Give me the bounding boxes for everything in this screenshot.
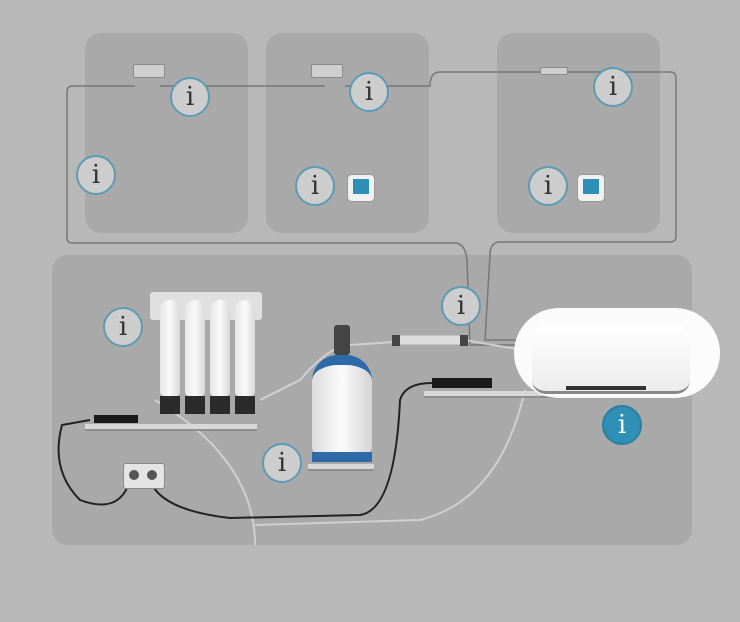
filter-cartridge-3 [210,300,230,396]
power-cable [57,382,433,520]
outlet-socket-left [129,470,139,480]
info-button-filter-system[interactable]: i [103,307,143,347]
thermostat-room3 [578,175,604,201]
info-button-room1-wall[interactable]: i [76,155,116,195]
filter-base-4 [235,396,255,414]
info-button-uv-unit[interactable]: i [441,286,481,326]
tank-valve [334,325,350,355]
filter-cartridge-2 [185,300,205,396]
info-button-pressure-tank[interactable]: i [262,443,302,483]
uv-cap-right [460,335,468,346]
drain-line [154,389,526,546]
flow-sensor-1 [133,64,165,78]
shelf-tank [308,464,374,471]
power-adapter-2 [432,378,492,388]
filter-base-1 [160,396,180,414]
pressure-tank-body [312,355,372,455]
filter-base-2 [185,396,205,414]
filter-cartridge-4 [235,300,255,396]
room-panel-2 [266,33,429,233]
shelf-filter [85,424,257,431]
info-button-room3-sensor[interactable]: i [593,67,633,107]
info-button-room1-sensor[interactable]: i [170,77,210,117]
info-button-room2-thermostat[interactable]: i [295,166,335,206]
wall-outlet [123,463,165,489]
tank-base [312,452,372,462]
thermostat-room2 [348,175,374,201]
controller-vent [566,386,646,390]
loop-pipe [66,85,520,346]
flow-sensor-3 [540,67,568,75]
info-button-controller[interactable]: i [602,405,642,445]
room-panel-1 [85,33,248,233]
uv-cap-left [392,335,400,346]
flow-sensor-2 [311,64,343,78]
power-adapter [94,415,138,423]
outlet-socket-right [147,470,157,480]
info-button-room2-sensor[interactable]: i [349,72,389,112]
filter-base-3 [210,396,230,414]
filter-cartridge-1 [160,300,180,396]
info-button-room3-thermostat[interactable]: i [528,166,568,206]
controller-box [532,325,690,394]
